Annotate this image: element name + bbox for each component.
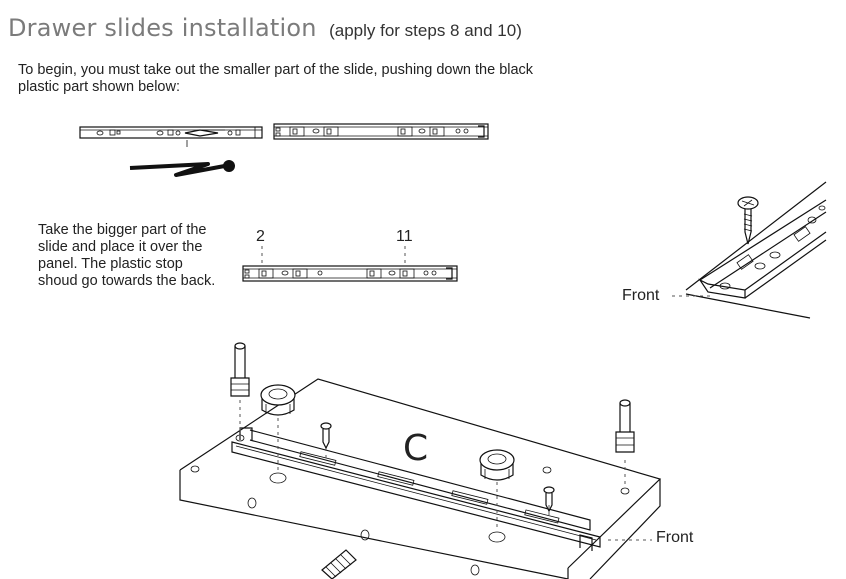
wooden-dowel <box>321 549 357 579</box>
panel-label: C <box>403 428 429 469</box>
hole-label-right: 11 <box>396 228 413 245</box>
title-note: (apply for steps 8 and 10) <box>329 21 522 40</box>
section-title: Drawer slides installation (apply for st… <box>8 14 522 42</box>
cam-pin-right <box>615 399 635 453</box>
intro-paragraph: To begin, you must take out the smaller … <box>18 62 534 95</box>
panel-c-illustration <box>179 342 662 579</box>
slide-full-part <box>242 246 458 282</box>
front-label-bottom: Front <box>656 529 694 546</box>
push-arrow <box>129 160 235 177</box>
step-paragraph: Take the bigger part of the slide and pl… <box>38 222 216 289</box>
cam-lock-left <box>260 384 296 416</box>
title-main: Drawer slides installation <box>8 14 317 42</box>
cam-lock-center <box>479 449 515 481</box>
cam-pin-left <box>230 342 250 397</box>
slide-detail-illustration <box>672 181 827 319</box>
screw-right <box>543 486 555 513</box>
screw-left <box>320 422 332 450</box>
front-label-top: Front <box>622 287 660 304</box>
hole-label-left: 2 <box>256 228 265 245</box>
slide-inner-part <box>79 126 263 147</box>
slide-outer-part <box>273 123 489 140</box>
